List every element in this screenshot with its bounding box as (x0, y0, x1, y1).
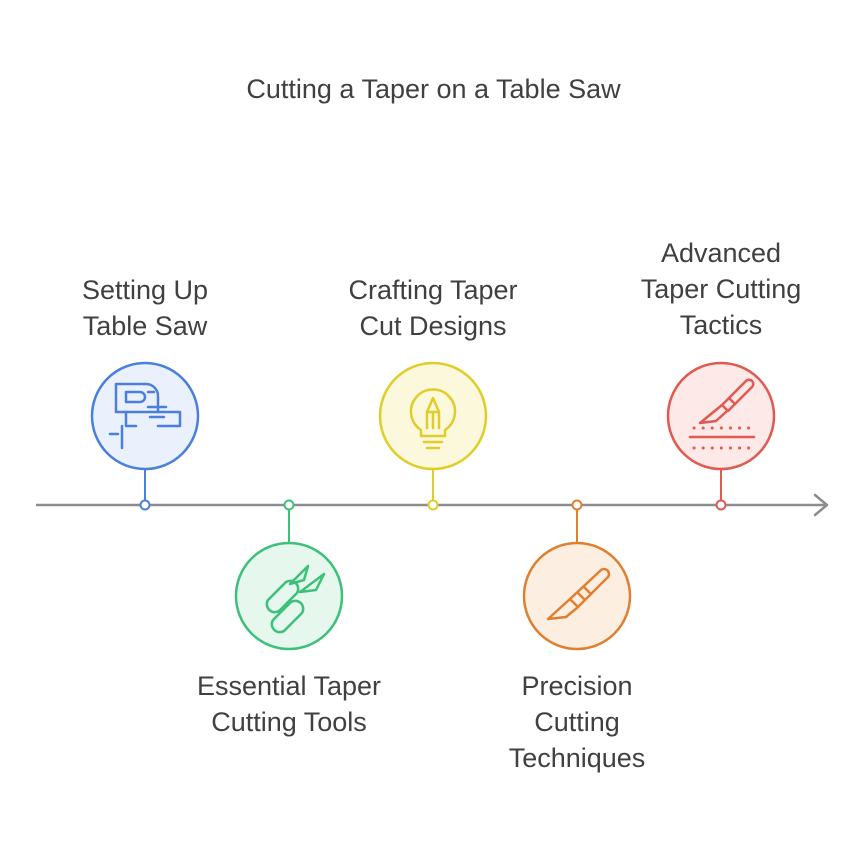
step-4-circle (522, 541, 632, 651)
step-4-dot (571, 499, 583, 511)
step-2-circle (234, 541, 344, 651)
step-4-label: Precision Cutting Techniques (508, 671, 646, 773)
step-2-label: Essential Taper Cutting Tools (196, 671, 382, 737)
knife-cut-icon (688, 378, 756, 450)
step-2-dot (283, 499, 295, 511)
step-3-dot (427, 499, 439, 511)
step-1-dot (139, 499, 151, 511)
step-5-node (666, 361, 776, 511)
step-4-node (522, 499, 632, 651)
step-1-node (90, 361, 200, 511)
step-3-label: Crafting Taper Cut Designs (348, 275, 518, 341)
step-3-node (378, 361, 488, 511)
step-2-node (234, 499, 344, 651)
step-1-circle (90, 361, 200, 471)
pencil-bulb-icon (409, 388, 457, 450)
jigsaw-icon (108, 382, 182, 450)
diagram-title: Cutting a Taper on a Table Saw (246, 74, 621, 104)
scalpel-icon (546, 567, 611, 621)
pruning-shears-icon (265, 564, 326, 634)
step-5-dot (715, 499, 727, 511)
step-5-label: Advanced Taper Cutting Tactics (640, 238, 802, 340)
step-1-label: Setting Up Table Saw (81, 275, 209, 341)
timeline-arrowhead (813, 493, 829, 517)
